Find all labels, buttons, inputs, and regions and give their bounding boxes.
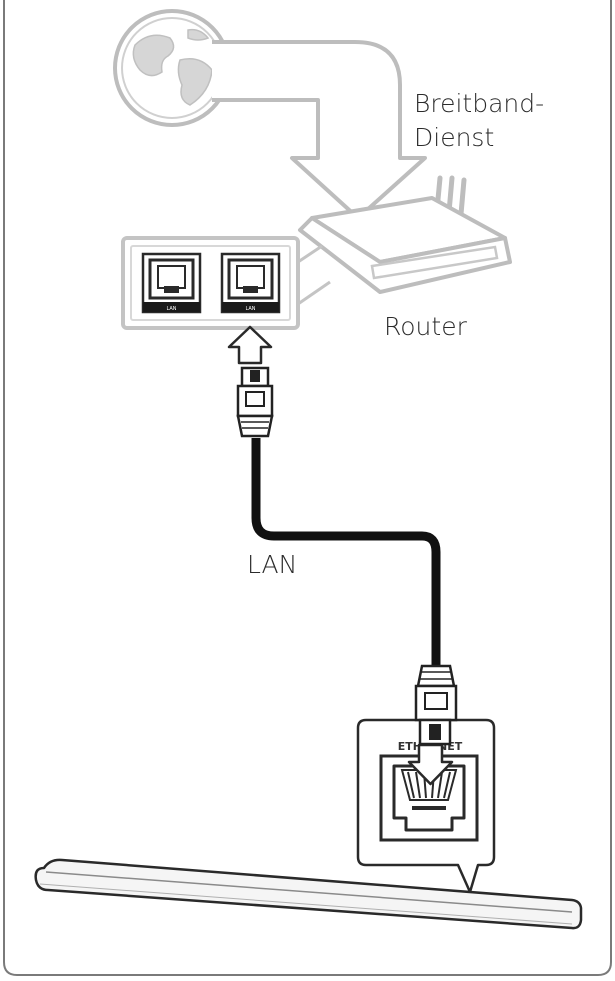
router-icon bbox=[298, 175, 512, 294]
lan-cable-core bbox=[251, 438, 441, 668]
cable-label: LAN bbox=[247, 550, 297, 579]
broadband-service-label-line2: Dienst bbox=[414, 123, 494, 152]
router-label: Router bbox=[384, 312, 468, 341]
arrow-down-icon bbox=[407, 743, 454, 786]
diagram-frame bbox=[3, 0, 612, 976]
rj45-plug-bottom-icon bbox=[414, 664, 458, 746]
globe-icon bbox=[113, 9, 231, 127]
arrow-up-icon bbox=[227, 325, 273, 365]
soundbar-device-icon bbox=[34, 858, 583, 930]
router-lan-port-1-label: LAN bbox=[166, 306, 176, 312]
router-port-panel: LAN LAN bbox=[121, 236, 331, 330]
router-lan-port-2-label: LAN bbox=[245, 306, 255, 312]
router-lan-port-2: LAN bbox=[220, 252, 281, 314]
router-lan-port-1: LAN bbox=[141, 252, 202, 314]
broadband-service-label: Breitband- bbox=[414, 89, 544, 118]
rj45-plug-top-icon bbox=[236, 366, 274, 438]
broadband-flow-arrow bbox=[212, 40, 427, 220]
